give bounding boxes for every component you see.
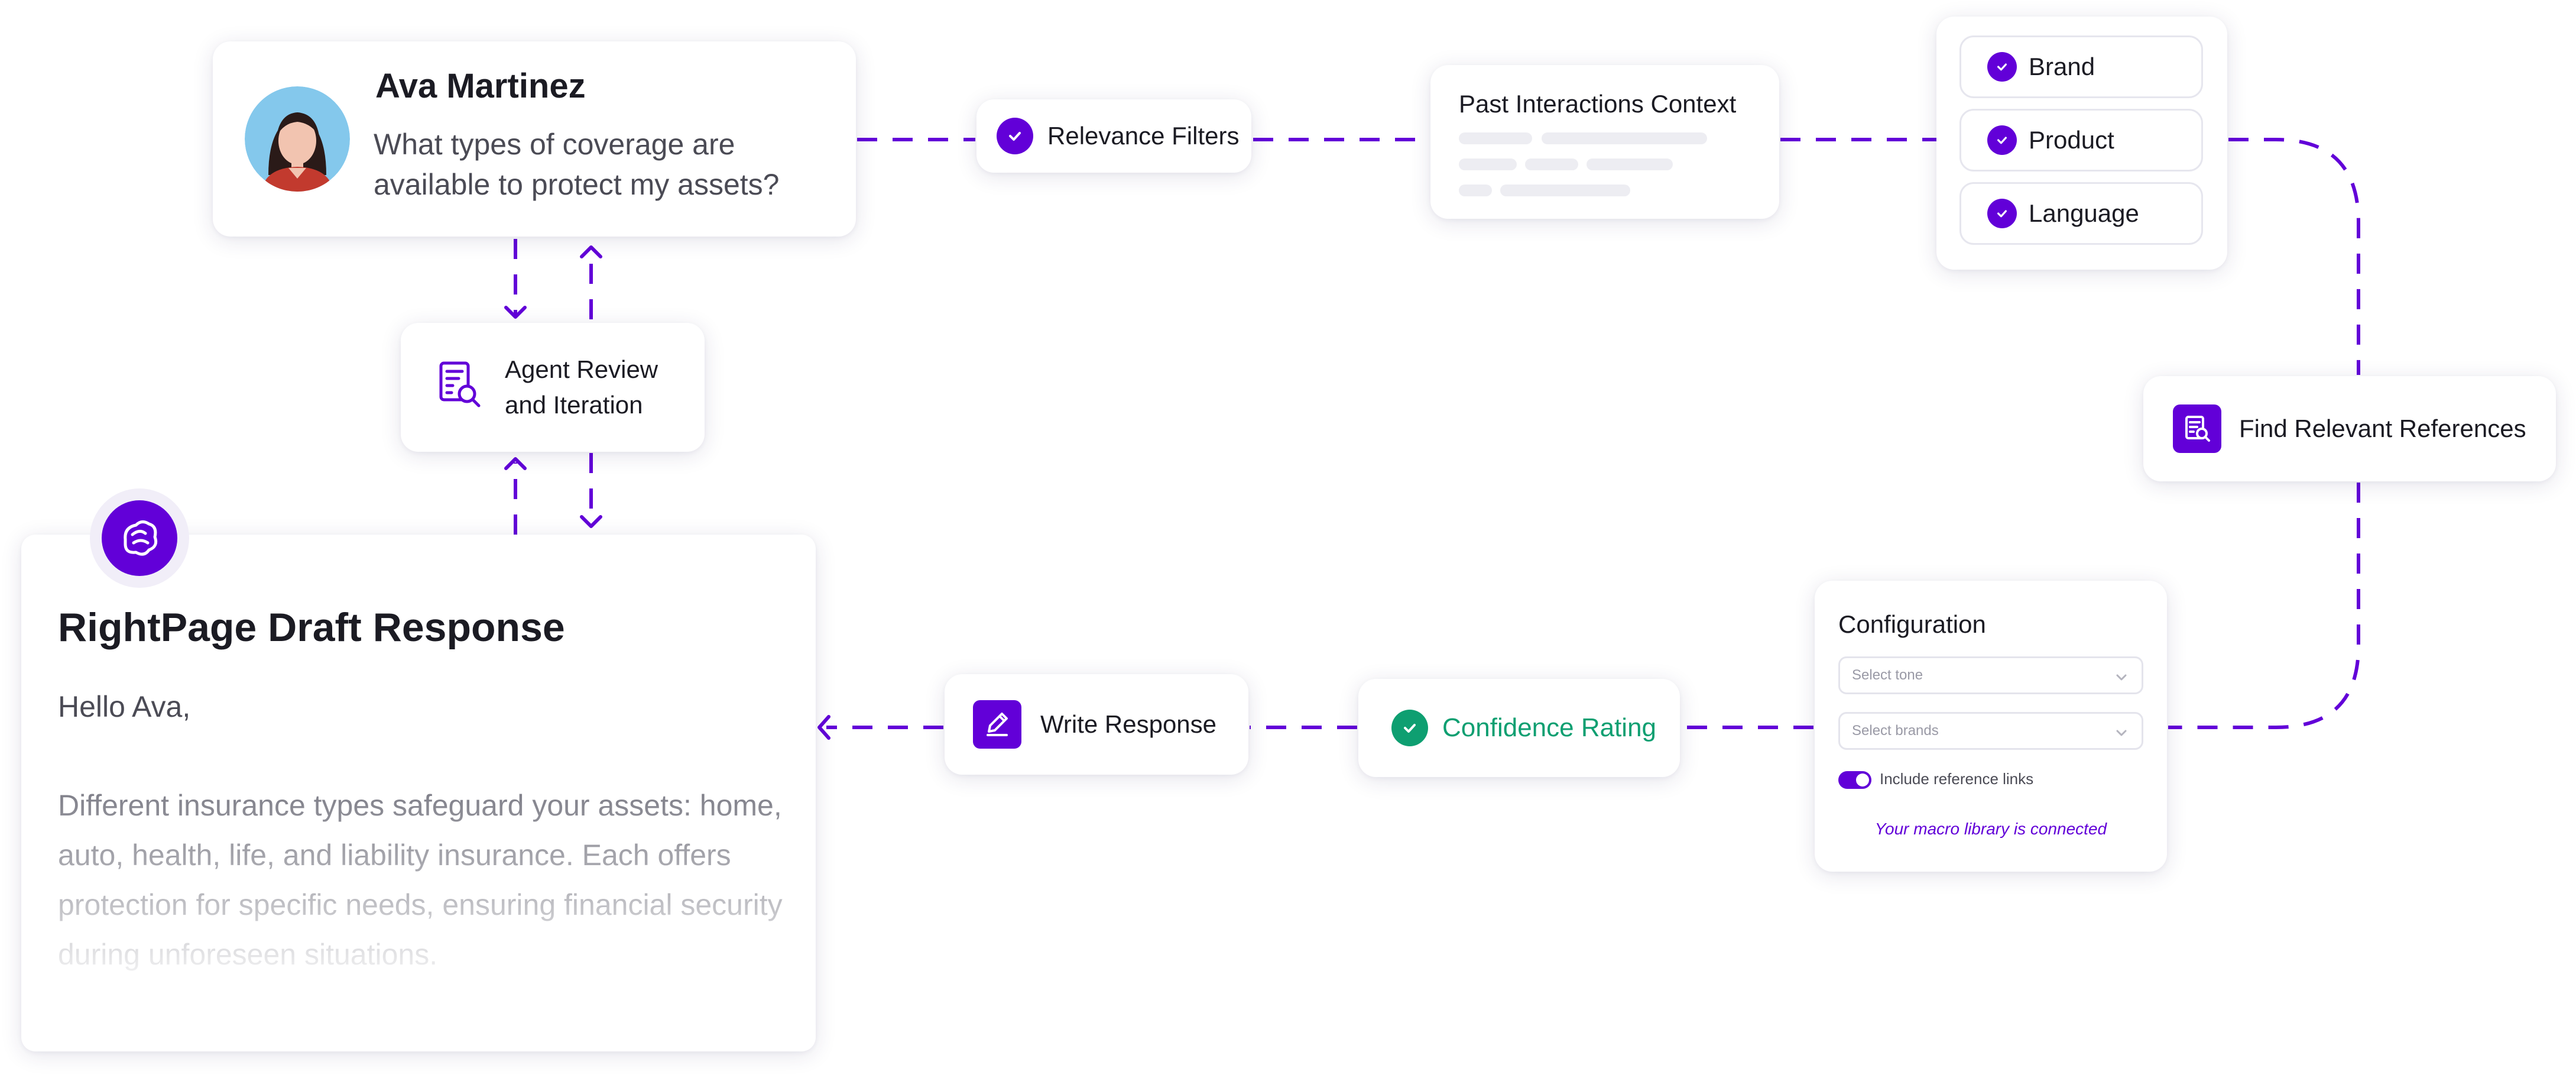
configuration-title: Configuration: [1838, 610, 1986, 638]
reference-links-toggle[interactable]: [1838, 771, 1871, 789]
filter-item-product[interactable]: Product: [1959, 109, 2203, 171]
find-references-step: Find Relevant References: [2143, 376, 2556, 481]
customer-message-card: Ava Martinez What types of coverage are …: [213, 41, 856, 237]
reference-links-label: Include reference links: [1880, 770, 2034, 788]
write-response-label: Write Response: [1040, 710, 1217, 738]
past-interactions-title: Past Interactions Context: [1459, 90, 1737, 118]
connector-find-to-config: [2168, 483, 2360, 729]
check-circle-icon: [1391, 710, 1428, 746]
filter-item-label: Language: [2029, 199, 2139, 227]
arrowhead-down: [504, 306, 527, 319]
brands-select-placeholder: Select brands: [1852, 723, 1939, 739]
arrowhead-left: [817, 715, 830, 740]
placeholder-line: [1459, 185, 1492, 196]
chevron-down-icon: [2116, 674, 2127, 681]
pen-icon: [973, 700, 1021, 749]
write-response-step: Write Response: [945, 674, 1248, 775]
draft-greeting: Hello Ava,: [58, 690, 191, 723]
confidence-rating-label: Confidence Rating: [1442, 713, 1657, 742]
agent-review-label: Agent Review and Iteration: [505, 355, 658, 419]
document-search-icon: [437, 361, 484, 415]
user-avatar: [245, 86, 350, 192]
user-name: Ava Martinez: [375, 67, 586, 105]
draft-response-card: RightPage Draft Response Hello Ava, Diff…: [21, 535, 816, 1051]
filter-item-language[interactable]: Language: [1959, 182, 2203, 245]
tone-select-placeholder: Select tone: [1852, 667, 1923, 683]
past-interactions-step: Past Interactions Context: [1430, 65, 1779, 219]
draft-title: RightPage Draft Response: [58, 605, 565, 650]
arrowhead-up: [504, 457, 527, 470]
filter-item-label: Product: [2029, 126, 2114, 154]
check-circle-icon: [997, 118, 1033, 154]
user-question: What types of coverage are available to …: [374, 128, 780, 201]
arrowhead-down: [580, 515, 602, 528]
rightpage-logo: [102, 500, 177, 576]
placeholder-line: [1542, 132, 1707, 144]
tone-select[interactable]: Select tone: [1838, 656, 2143, 694]
confidence-rating-step: Confidence Rating: [1358, 679, 1680, 777]
agent-review-step: Agent Review and Iteration: [401, 323, 705, 452]
placeholder-line: [1500, 185, 1630, 196]
chevron-down-icon: [2116, 730, 2127, 736]
relevance-filters-step: Relevance Filters: [976, 99, 1251, 173]
placeholder-line: [1587, 158, 1673, 170]
macro-library-status: Your macro library is connected: [1874, 820, 2107, 838]
filter-criteria-card: Brand Product Language: [1936, 17, 2227, 270]
arrowhead-up: [580, 245, 602, 258]
document-search-icon: [2173, 404, 2221, 453]
find-references-label: Find Relevant References: [2239, 415, 2526, 442]
filter-item-label: Brand: [2029, 53, 2095, 80]
check-circle-icon: [1987, 199, 2017, 228]
placeholder-line: [1459, 132, 1532, 144]
brands-select[interactable]: Select brands: [1838, 712, 2143, 750]
connector-filters-to-find: [2228, 138, 2360, 375]
placeholder-line: [1525, 158, 1578, 170]
configuration-panel: Configuration Select tone Select brands …: [1815, 581, 2167, 872]
check-circle-icon: [1987, 125, 2017, 155]
check-circle-icon: [1987, 52, 2017, 82]
toggle-knob: [1856, 773, 1869, 787]
filter-item-brand[interactable]: Brand: [1959, 35, 2203, 98]
relevance-filters-label: Relevance Filters: [1047, 122, 1240, 150]
draft-body: Different insurance types safeguard your…: [58, 789, 783, 971]
placeholder-line: [1459, 158, 1517, 170]
